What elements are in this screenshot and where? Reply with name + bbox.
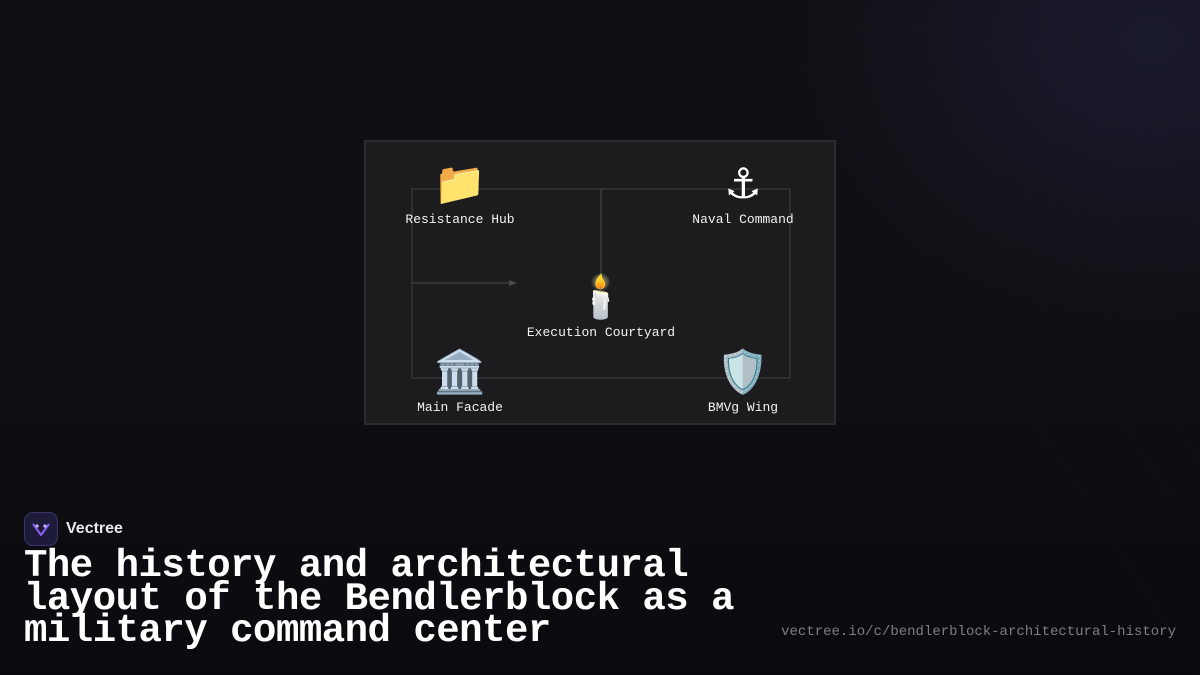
node-label: BMVg Wing <box>707 400 779 415</box>
node-label: Main Facade <box>417 400 503 415</box>
source-url[interactable]: vectree.io/c/bendlerblock-architectural-… <box>781 624 1176 640</box>
node-bmvg-wing[interactable]: 🛡️ BMVg Wing <box>707 347 779 416</box>
node-resistance-hub[interactable]: 📁 Resistance Hub <box>405 159 515 228</box>
shield-icon: 🛡️ <box>716 347 770 396</box>
brand-name: Vectree <box>66 520 123 537</box>
node-label: Execution Courtyard <box>526 325 676 340</box>
page-title: The history and architectural layout of … <box>24 544 735 653</box>
classical-building-icon: 🏛️ <box>433 347 487 396</box>
brand[interactable]: Vectree <box>24 512 123 546</box>
vectree-logo-icon <box>24 512 58 546</box>
candle-icon: 🕯️ <box>574 272 628 321</box>
folder-icon: 📁 <box>433 159 487 208</box>
node-naval-command[interactable]: ⚓ Naval Command <box>692 159 794 228</box>
anchor-icon: ⚓ <box>724 159 762 208</box>
bendlerblock-diagram: 📁 Resistance Hub ⚓ Naval Command 🕯️ Exec… <box>364 140 836 425</box>
node-execution-courtyard[interactable]: 🕯️ Execution Courtyard <box>526 272 676 341</box>
diagram-connectors <box>411 188 791 379</box>
node-main-facade[interactable]: 🏛️ Main Facade <box>417 347 503 416</box>
node-label: Naval Command <box>692 212 794 227</box>
node-label: Resistance Hub <box>405 212 515 227</box>
